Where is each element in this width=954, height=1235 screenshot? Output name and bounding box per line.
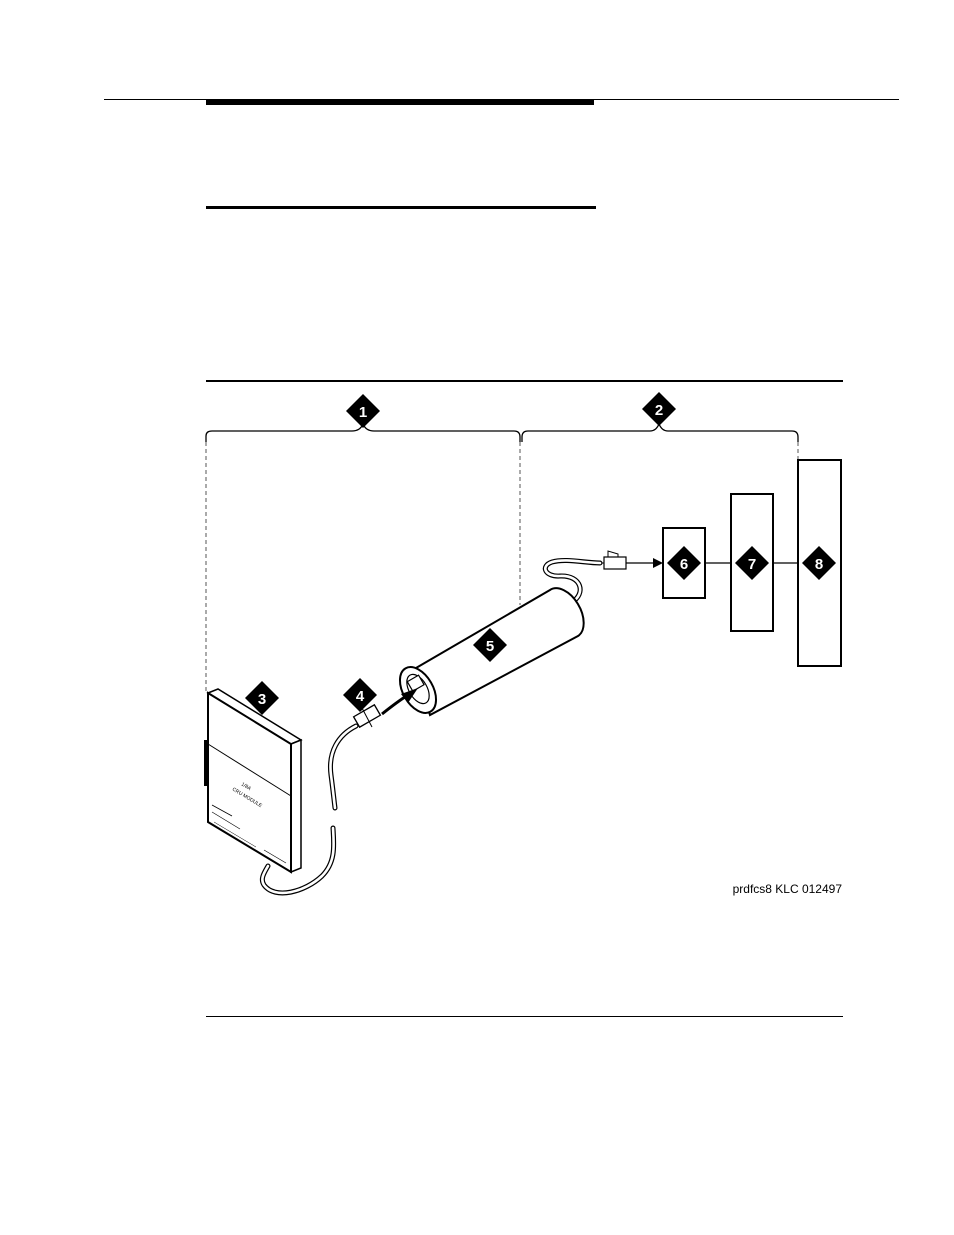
svg-text:5: 5 [486, 638, 494, 655]
callout-2: 2 [642, 392, 676, 426]
modular-plug-right [598, 551, 626, 569]
svg-text:1: 1 [359, 404, 367, 421]
svg-text:4: 4 [356, 688, 365, 705]
svg-text:6: 6 [680, 556, 688, 573]
cru-module: 1/8A CRU MODULE [204, 689, 301, 872]
svg-text:3: 3 [258, 691, 266, 708]
svg-text:2: 2 [655, 402, 663, 419]
figure-credit: prdfcs8 KLC 012497 [733, 882, 842, 896]
svg-text:7: 7 [748, 556, 756, 573]
arrow-to-box-6-head [653, 558, 663, 568]
svg-text:8: 8 [815, 556, 823, 573]
brace-right [522, 424, 798, 442]
callout-1: 1 [346, 394, 380, 428]
